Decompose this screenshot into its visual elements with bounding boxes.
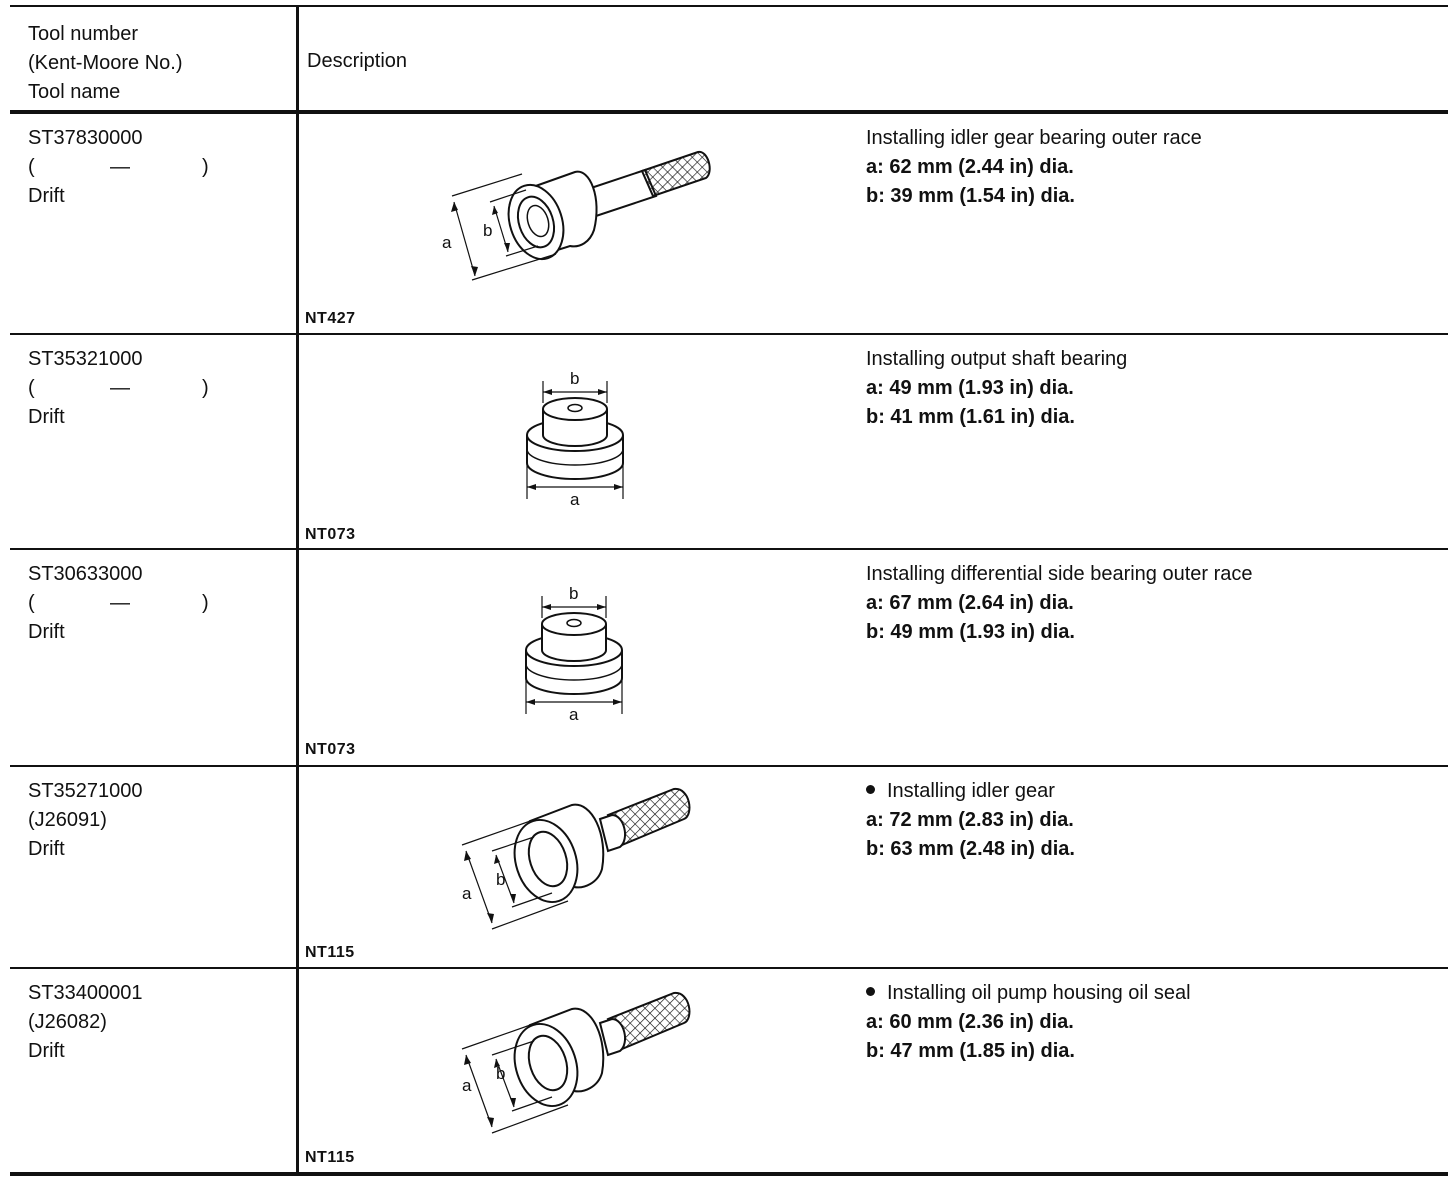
drift-illustration: a b [461,991,691,1134]
spec-b: b: 41 mm (1.61 in) dia. [866,406,1075,428]
bullet-icon [866,987,875,997]
tool-description: Installing idler gear bearing outer race… [866,124,1202,211]
tool-number: ST37830000 [28,127,143,149]
tool-description: Installing differential side bearing out… [866,560,1253,647]
dimension-label-b: b [496,870,505,889]
header-rule [10,110,1448,114]
spec-b: b: 39 mm (1.54 in) dia. [866,185,1075,207]
tool-purpose: Installing idler gear bearing outer race [866,127,1202,149]
tool-description: Installing idler gear a: 72 mm (2.83 in)… [866,777,1075,864]
tool-row-2: ST35321000 ( — ) Drift b a NT073 Install… [0,335,1456,548]
spec-b: b: 49 mm (1.93 in) dia. [866,621,1075,643]
tool-row-4: ST35271000 (J26091) Drift a b NT115 Inst… [0,767,1456,967]
bottom-rule [10,1172,1448,1176]
row-divider-4 [10,967,1448,969]
tool-purpose: Installing idler gear [866,777,1075,806]
tool-purpose: Installing output shaft bearing [866,348,1128,370]
dimension-label-b: b [569,584,578,603]
tool-id-block: ST33400001 (J26082) Drift [28,979,143,1066]
tool-number: ST35321000 [28,348,143,370]
dimension-label-a: a [570,490,580,509]
dimension-label-b: b [570,369,579,388]
column-divider [296,6,299,1176]
tool-name: Drift [28,1040,65,1062]
dimension-label-b: b [496,1064,505,1083]
tool-row-3: ST30633000 ( — ) Drift b a NT073 Install… [0,550,1456,765]
bullet-icon [866,785,875,795]
top-rule [10,5,1448,7]
spec-a: a: 60 mm (2.36 in) dia. [866,1011,1074,1033]
drift-illustration: b a [525,584,623,724]
tool-name: Drift [28,185,65,207]
tool-number: ST30633000 [28,563,143,585]
illustration-code: NT115 [305,944,355,961]
tool-name: Drift [28,621,65,643]
row-divider-3 [10,765,1448,767]
dimension-label-a: a [569,705,579,724]
illustration-code: NT073 [305,526,356,543]
spec-a: a: 67 mm (2.64 in) dia. [866,592,1074,614]
drift-illustration: a b [442,150,711,281]
tool-description: Installing output shaft bearing a: 49 mm… [866,345,1127,432]
tool-id-block: ST30633000 ( — ) Drift [28,560,209,647]
spec-b: b: 63 mm (2.48 in) dia. [866,838,1075,860]
kent-moore-number: ( — ) [28,377,209,399]
tool-id-block: ST37830000 ( — ) Drift [28,124,209,211]
tool-row-5: ST33400001 (J26082) Drift a b NT115 Inst… [0,969,1456,1172]
spec-a: a: 72 mm (2.83 in) dia. [866,809,1074,831]
dimension-label-a: a [462,1076,472,1095]
illustration-code: NT115 [305,1149,355,1166]
dimension-label-b: b [483,221,492,240]
tool-row-1: ST37830000 ( — ) Drift a b NT427 Install… [0,114,1456,333]
kent-moore-number: (J26091) [28,809,107,831]
tool-number: ST35271000 [28,780,143,802]
header-tool-name: Tool name [28,81,121,103]
dimension-label-a: a [462,884,472,903]
tool-purpose: Installing differential side bearing out… [866,563,1253,585]
tool-number: ST33400001 [28,982,143,1004]
header-tool-column: Tool number (Kent-Moore No.) Tool name [28,20,183,107]
header-tool-number: Tool number [28,23,139,45]
spec-b: b: 47 mm (1.85 in) dia. [866,1040,1075,1062]
drift-illustration: a b [461,787,691,930]
illustration-code: NT073 [305,741,356,758]
tool-name: Drift [28,406,65,428]
header-kent-moore: (Kent-Moore No.) [28,52,183,74]
kent-moore-number: ( — ) [28,592,209,614]
row-divider-1 [10,333,1448,335]
header-description: Description [307,50,408,72]
spec-a: a: 62 mm (2.44 in) dia. [866,156,1074,178]
tool-id-block: ST35321000 ( — ) Drift [28,345,209,432]
spec-a: a: 49 mm (1.93 in) dia. [866,377,1074,399]
tool-name: Drift [28,838,65,860]
kent-moore-number: (J26082) [28,1011,107,1033]
row-divider-2 [10,548,1448,550]
tool-description: Installing oil pump housing oil seal a: … [866,979,1191,1066]
tool-purpose: Installing oil pump housing oil seal [866,979,1191,1008]
drift-illustration: b a [526,369,624,509]
kent-moore-number: ( — ) [28,156,209,178]
tool-id-block: ST35271000 (J26091) Drift [28,777,143,864]
dimension-label-a: a [442,233,452,252]
illustration-code: NT427 [305,310,356,327]
